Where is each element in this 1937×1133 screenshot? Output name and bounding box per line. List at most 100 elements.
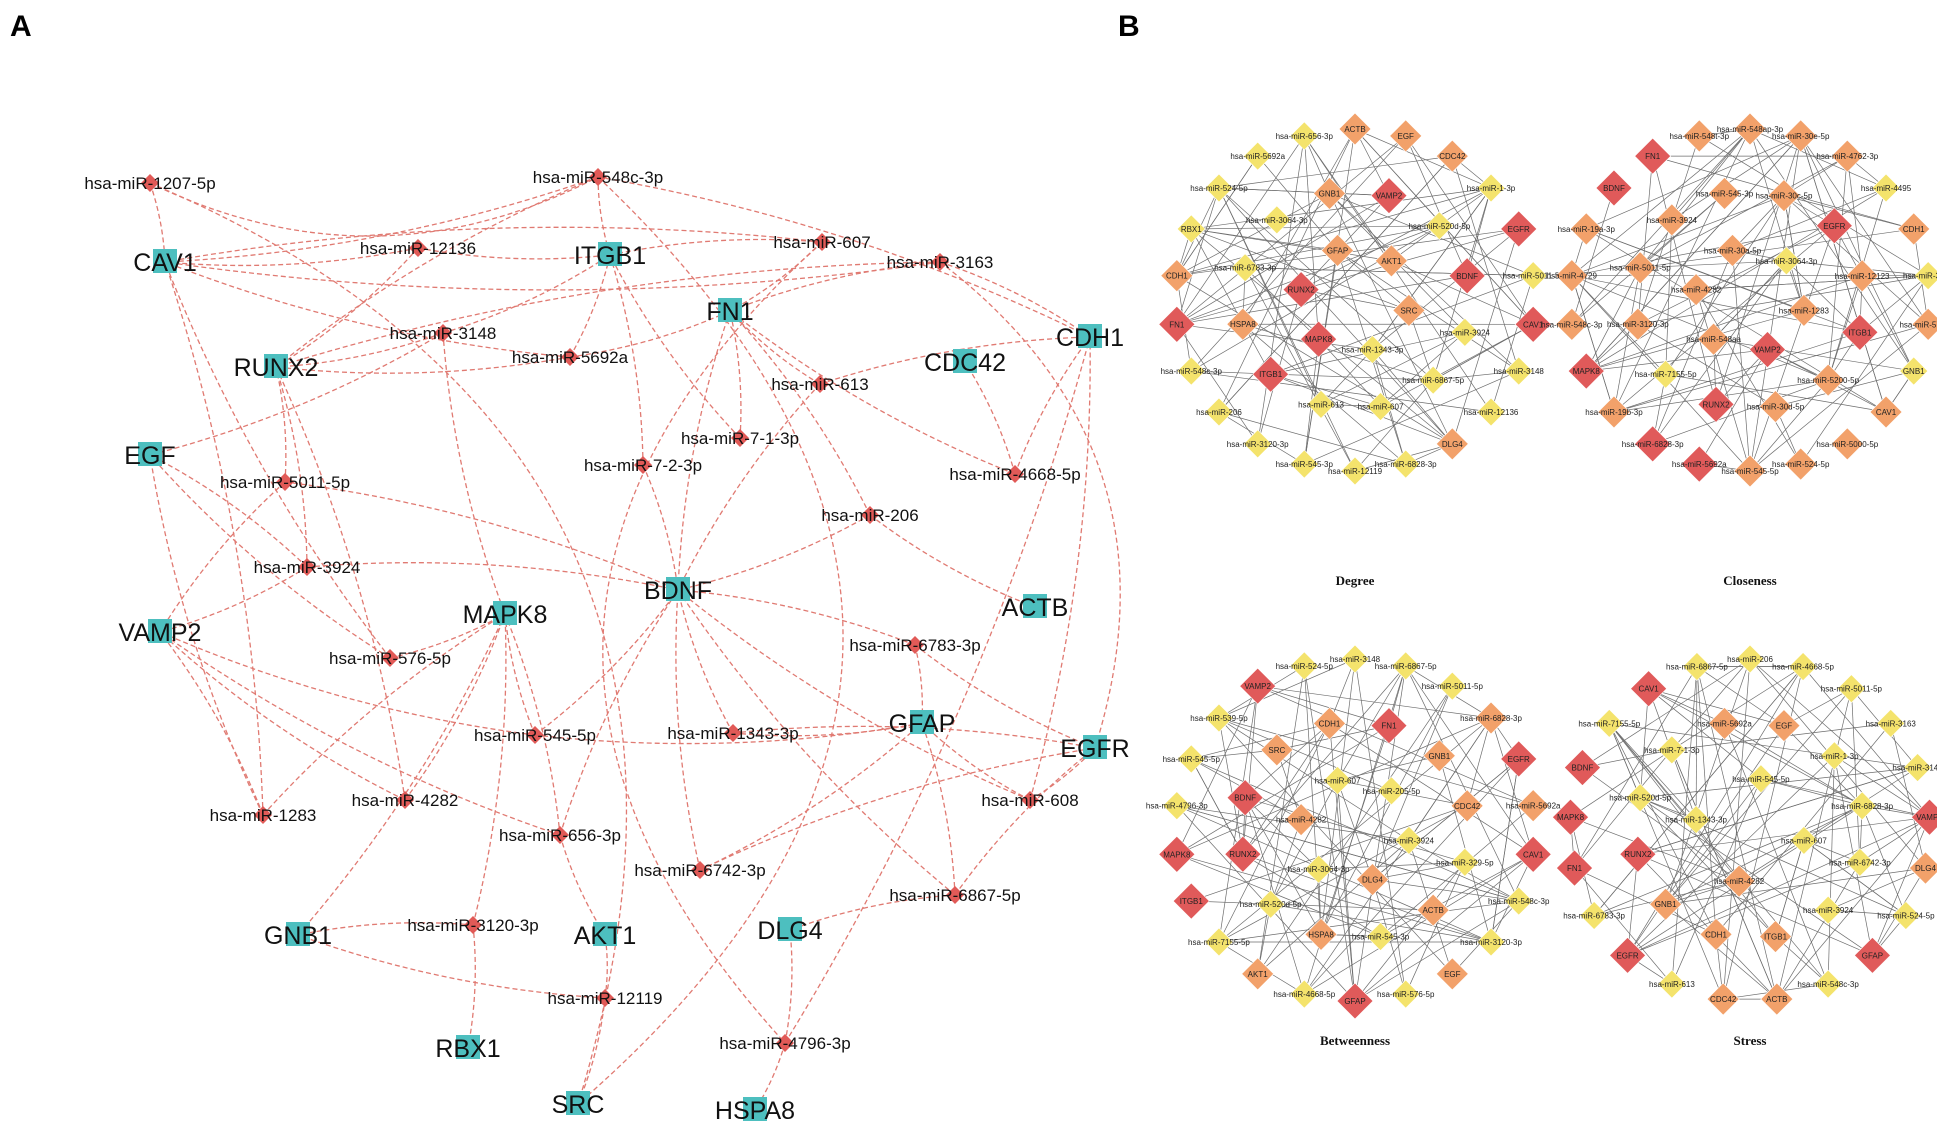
subnetwork-edge xyxy=(1257,665,1305,974)
subnetwork-label: hsa-miR-12136 xyxy=(1464,408,1519,417)
subnetwork-edge xyxy=(1176,725,1390,855)
subnetwork-node-vamp2: VAMP2 xyxy=(1239,667,1277,705)
subnetwork-marker xyxy=(1555,259,1589,293)
mirna-marker-hsa-mir-548c-3p xyxy=(589,168,607,186)
subnetwork-edge xyxy=(1372,879,1519,902)
subnetwork-edge xyxy=(1176,225,1440,325)
subnetwork-edge xyxy=(1571,275,1666,375)
subnetwork-node-egf: EGF xyxy=(1767,709,1801,743)
subnetwork-node-hsa-mir-12119: hsa-miR-12119 xyxy=(1328,456,1383,486)
subnetwork-title-betweenness: Betweenness xyxy=(1320,1033,1390,1048)
gene-label-src: SRC xyxy=(552,1091,605,1119)
subnetwork-edge xyxy=(1582,767,1740,882)
mirna-marker-hsa-mir-656-3p xyxy=(551,826,569,844)
subnetwork-label: hsa-miR-520d-5p xyxy=(1408,222,1470,231)
subnetwork-node-hsa-mir-1343-3p: hsa-miR-1343-3p xyxy=(1342,335,1404,364)
subnetwork-label: hsa-miR-206 xyxy=(1727,655,1773,664)
edge-hsa-mir-6867-5p-gfap xyxy=(921,722,956,896)
subnetwork-edge xyxy=(1665,778,1762,905)
subnetwork-edge xyxy=(1652,156,1717,405)
subnetwork-node-hspa8: HSPA8 xyxy=(1226,307,1260,341)
subnetwork-label: hsa-miR-6828-3p xyxy=(1375,460,1437,469)
subnetwork-marker xyxy=(1722,864,1756,898)
mirna-label-hsa-mir-3924: hsa-miR-3924 xyxy=(254,558,361,577)
subnetwork-marker xyxy=(1911,307,1937,341)
subnetwork-node-cdc42: CDC42 xyxy=(1450,789,1484,823)
subnetwork-node-hsa-mir-5011-5p: hsa-miR-5011-5p xyxy=(1610,251,1671,285)
mirna-node-hsa-mir-548c-3p: hsa-miR-548c-3p xyxy=(533,168,663,187)
subnetwork-label: RUNX2 xyxy=(1702,400,1730,409)
subnetwork-marker xyxy=(1370,707,1408,745)
subnetwork-marker xyxy=(1356,863,1389,896)
subnetwork-marker xyxy=(1289,121,1319,151)
gene-marker-cdh1 xyxy=(1078,324,1102,348)
mirna-node-hsa-mir-6867-5p: hsa-miR-6867-5p xyxy=(889,886,1021,905)
subnetwork-edge xyxy=(1218,155,1453,189)
subnetwork-marker xyxy=(1759,390,1792,423)
subnetwork-edge xyxy=(1640,228,1914,269)
edge-hsa-mir-206-bdnf xyxy=(677,514,871,591)
subnetwork-node-hsa-mir-6867-5p: hsa-miR-6867-5p xyxy=(1375,651,1437,681)
subnetwork-node-hsa-mir-30a-5p: hsa-miR-30a-5p xyxy=(1704,234,1762,267)
subnetwork-label: hsa-miR-3163 xyxy=(1866,719,1917,728)
subnetwork-edge xyxy=(1637,816,1930,855)
subnetwork-edge xyxy=(1191,225,1440,230)
subnetwork-label: FN1 xyxy=(1169,320,1185,329)
subnetwork-marker xyxy=(1321,234,1354,267)
subnetwork-edge xyxy=(1574,749,1673,869)
subnetwork-edge xyxy=(1696,275,1929,290)
subnetwork-label: hsa-miR-30c-5p xyxy=(1756,192,1813,201)
subnetwork-edge xyxy=(1354,862,1466,1002)
subnetwork-label: hsa-miR-3924 xyxy=(1384,836,1435,845)
subnetwork-label: hsa-miR-613 xyxy=(1649,980,1695,989)
edge-hsa-mir-4796-3p-cdh1 xyxy=(784,336,1091,1044)
subnetwork-node-egf: EGF xyxy=(1389,119,1423,153)
subnetwork-edge xyxy=(1861,805,1907,916)
subnetwork-edge xyxy=(1303,135,1492,413)
subnetwork-edge xyxy=(1242,723,1330,855)
subnetwork-marker xyxy=(1518,261,1548,291)
subnetwork-marker xyxy=(1260,733,1294,767)
subnetwork-edge xyxy=(1242,323,1434,381)
subnetwork-marker xyxy=(1760,982,1794,1016)
mirna-node-hsa-mir-3148: hsa-miR-3148 xyxy=(390,324,496,343)
subnetwork-marker xyxy=(1172,882,1210,920)
gene-marker-gfap xyxy=(910,710,934,734)
subnetwork-edge xyxy=(1257,135,1305,444)
subnetwork-node-fn1: FN1 xyxy=(1634,137,1672,175)
subnetwork-edge xyxy=(1244,267,1356,472)
edge-hsa-mir-545-5p-vamp2 xyxy=(159,631,536,736)
subnetwork-edge xyxy=(1609,723,1918,768)
subnetwork-edge xyxy=(1405,862,1466,995)
subnetwork-node-hsa-mir-5000-5p: hsa-miR-5000-5p xyxy=(1816,427,1879,461)
subnetwork-edge xyxy=(1244,797,1319,870)
subnetwork-label: hsa-miR-5200-5p xyxy=(1797,376,1859,385)
subnetwork-node-hsa-mir-1-3p: hsa-miR-1-3p xyxy=(1810,741,1859,771)
subnetwork-label: BDNF xyxy=(1603,184,1625,193)
subnetwork-marker xyxy=(1226,307,1260,341)
subnetwork-edge xyxy=(1582,658,1751,768)
mirna-label-hsa-mir-12136: hsa-miR-12136 xyxy=(360,239,476,258)
edge-hsa-mir-6783-3p-egfr xyxy=(914,644,1096,749)
subnetwork-label: hsa-miR-548c-3p xyxy=(1797,980,1859,989)
subnetwork-node-hsa-mir-4796-3p: hsa-miR-4796-3p xyxy=(1146,791,1208,821)
subnetwork-marker xyxy=(1679,273,1713,307)
subnetwork-edge xyxy=(1405,135,1468,276)
edge-mapk8-gnb1 xyxy=(297,613,506,936)
subnetwork-node-hsa-mir-3148: hsa-miR-3148 xyxy=(1892,753,1937,782)
subnetwork-node-hsa-mir-3924: hsa-miR-3924 xyxy=(1384,825,1435,855)
mirna-marker-hsa-mir-608 xyxy=(1021,791,1039,809)
subnetwork-marker xyxy=(1845,259,1879,293)
edge-hsa-mir-12119-gnb1 xyxy=(297,934,606,999)
subnetwork-title-stress: Stress xyxy=(1734,1033,1767,1048)
subnetwork-node-hsa-mir-4668-5p: hsa-miR-4668-5p xyxy=(1273,979,1336,1009)
subnetwork-node-fn1: FN1 xyxy=(1370,707,1408,745)
subnetwork-node-hsa-mir-3148: hsa-miR-3148 xyxy=(1330,644,1381,674)
subnetwork-label: CDH1 xyxy=(1705,930,1727,939)
subnetwork-edge xyxy=(1571,275,1860,333)
gene-marker-dlg4 xyxy=(778,917,802,941)
subnetwork-edge xyxy=(1609,723,1740,882)
subnetwork-edge xyxy=(1786,260,1861,333)
gene-label-mapk8: MAPK8 xyxy=(463,601,548,629)
subnetwork-edge xyxy=(1586,275,1863,372)
